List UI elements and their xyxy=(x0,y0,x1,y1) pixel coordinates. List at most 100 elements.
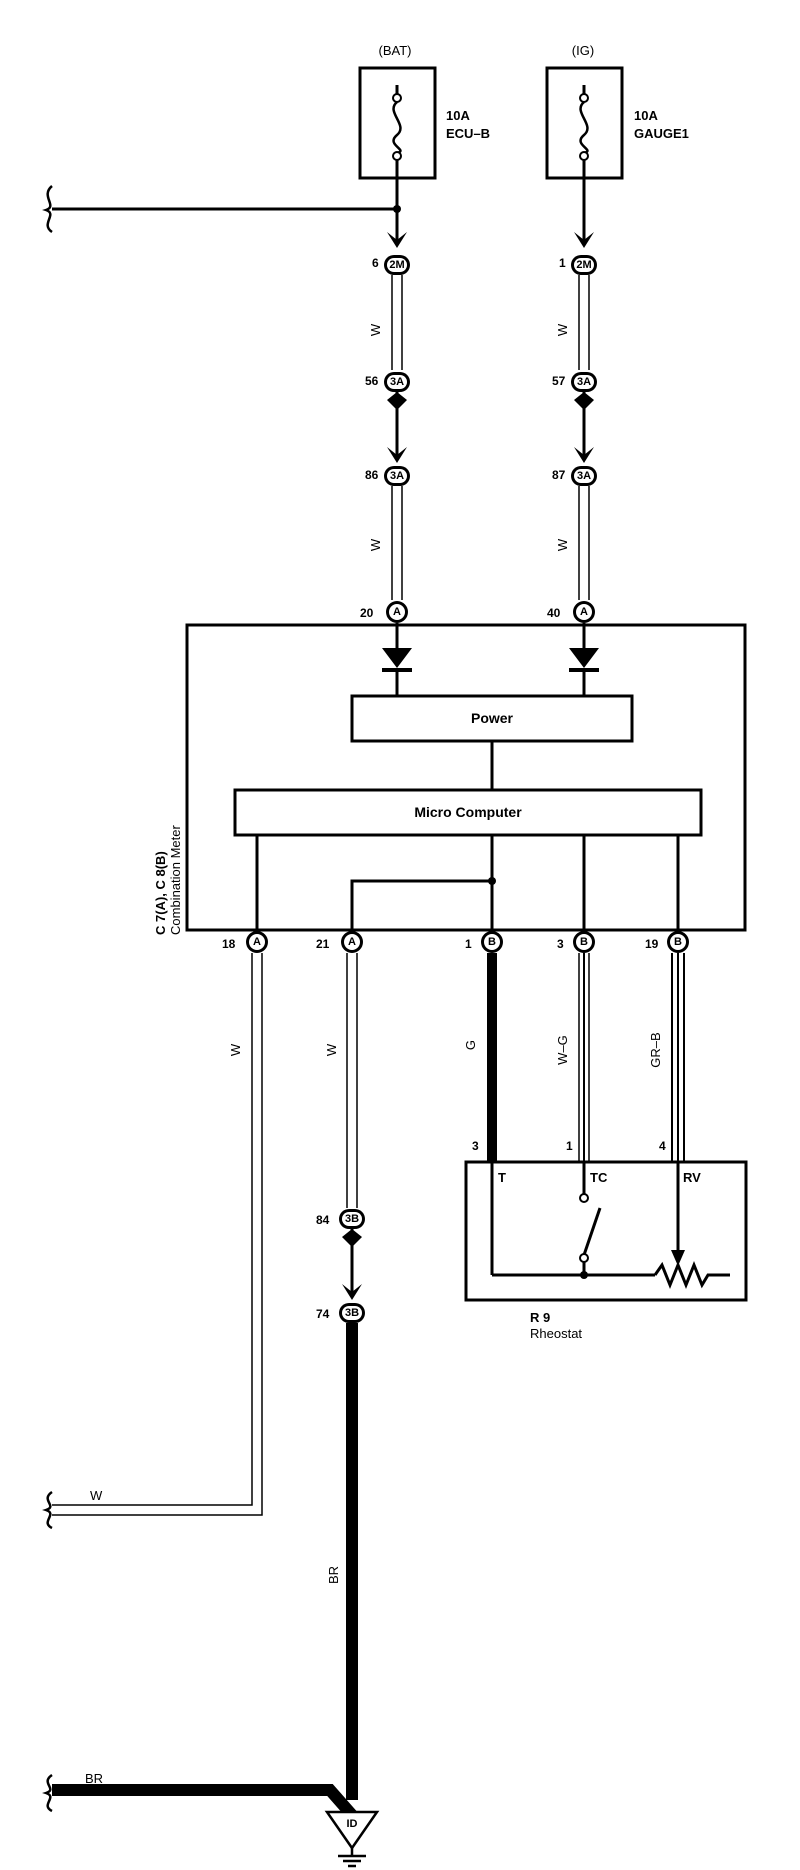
fuse-right-icon xyxy=(579,85,589,178)
wire-w-18 xyxy=(42,953,263,1530)
connector-2m-left-icon: 2M xyxy=(384,255,410,275)
pin-a-20: 20 xyxy=(360,606,374,620)
svg-text:A: A xyxy=(253,936,261,948)
wire-w-g xyxy=(578,953,590,1162)
diode-icon xyxy=(569,623,599,696)
pin-3a-right-1: 57 xyxy=(552,374,566,388)
pin-a-18: 18 xyxy=(222,937,236,951)
wire-color-label: W xyxy=(90,1488,103,1503)
connector-3a-right-1-icon: 3A xyxy=(571,372,597,392)
diode-icon xyxy=(382,623,412,696)
svg-text:B: B xyxy=(488,936,496,948)
rheostat-circuit xyxy=(490,1162,655,1277)
resistor-icon xyxy=(653,1162,730,1290)
svg-text:3A: 3A xyxy=(390,470,404,482)
wire-w-right-top xyxy=(578,275,590,370)
junction-arrow-icon xyxy=(342,1229,362,1300)
connector-b-19-icon: B xyxy=(667,931,689,953)
rheostat-box xyxy=(464,1160,748,1302)
junction-arrow-icon xyxy=(387,392,594,463)
rheostat-label-rv: RV xyxy=(683,1170,701,1185)
switch-icon xyxy=(579,1207,602,1279)
svg-text:Combination Meter: Combination Meter xyxy=(168,825,183,935)
svg-text:3A: 3A xyxy=(390,376,404,388)
svg-text:B: B xyxy=(674,936,682,948)
wire-color-label: W xyxy=(228,1043,243,1056)
combination-meter-box xyxy=(185,623,747,932)
wire-color-label: W xyxy=(555,323,570,336)
pin-3a-right-2: 87 xyxy=(552,468,566,482)
svg-text:3A: 3A xyxy=(577,470,591,482)
svg-text:3B: 3B xyxy=(345,1307,359,1319)
connector-3a-right-2-icon: 3A xyxy=(571,466,597,486)
power-label: Power xyxy=(471,710,514,726)
rheostat-name: Rheostat xyxy=(530,1326,582,1341)
svg-text:B: B xyxy=(580,936,588,948)
wire-color-label: W xyxy=(368,538,383,551)
meter-internal-wires xyxy=(255,835,680,930)
connector-3b-74-icon: 3B xyxy=(339,1303,365,1323)
ground-icon: ID xyxy=(324,1810,380,1868)
rheostat-ref: R 9 xyxy=(530,1310,550,1325)
fuse-left-rating: 10A xyxy=(446,108,470,123)
pin-3b-74: 74 xyxy=(316,1307,330,1321)
wire-color-label: W xyxy=(555,538,570,551)
svg-text:ID: ID xyxy=(347,1818,358,1830)
fuse-right-source: (IG) xyxy=(572,43,594,58)
svg-text:2M: 2M xyxy=(389,259,404,271)
micro-computer-box xyxy=(233,788,703,837)
connector-a-20-icon: A xyxy=(386,601,408,623)
connector-2m-right-icon: 2M xyxy=(571,255,597,275)
rheostat-pin-t: 3 xyxy=(472,1139,479,1153)
fuse-left-name: ECU–B xyxy=(446,126,490,141)
pin-a-21: 21 xyxy=(316,937,330,951)
fuse-left-source: (BAT) xyxy=(379,43,412,58)
wire-color-label: W–G xyxy=(555,1035,570,1065)
svg-text:C 7(A), C 8(B): C 7(A), C 8(B) xyxy=(153,851,168,935)
wire-gr-b xyxy=(671,953,685,1162)
connector-b-3-icon: B xyxy=(573,931,595,953)
rheostat-pin-tc: 1 xyxy=(566,1139,573,1153)
fuse-right-name: GAUGE1 xyxy=(634,126,689,141)
wire-w-21 xyxy=(346,953,358,1208)
left-branch-wire xyxy=(42,185,401,234)
wire-color-label: W xyxy=(368,323,383,336)
svg-text:3A: 3A xyxy=(577,376,591,388)
rheostat-label-t: T xyxy=(498,1170,506,1185)
svg-text:3B: 3B xyxy=(345,1213,359,1225)
arrow-icon xyxy=(387,232,594,248)
connector-3b-84-icon: 3B xyxy=(339,1209,365,1229)
pin-3a-left-2: 86 xyxy=(365,468,379,482)
meter-label: C 7(A), C 8(B) Combination Meter xyxy=(153,825,183,935)
wire-color-label: G xyxy=(463,1040,478,1050)
pin-b-19: 19 xyxy=(645,937,659,951)
svg-text:A: A xyxy=(348,936,356,948)
wire-w-right-mid xyxy=(578,486,590,600)
micro-computer-label: Micro Computer xyxy=(414,804,522,820)
pin-b-1: 1 xyxy=(465,937,472,951)
rheostat-label-tc: TC xyxy=(590,1170,608,1185)
wire-w-left-top xyxy=(391,275,403,370)
connector-a-18-icon: A xyxy=(246,931,268,953)
connector-b-1-icon: B xyxy=(481,931,503,953)
connector-a-40-icon: A xyxy=(573,601,595,623)
pin-a-40: 40 xyxy=(547,606,561,620)
pin-b-3: 3 xyxy=(557,937,564,951)
wire-w-left-mid xyxy=(391,486,403,600)
wire-color-label: BR xyxy=(326,1566,341,1584)
wire-color-label: BR xyxy=(85,1771,103,1786)
connector-3a-left-2-icon: 3A xyxy=(384,466,410,486)
pin-2m-left: 6 xyxy=(372,256,379,270)
wire-color-label: W xyxy=(324,1043,339,1056)
fuse-right-rating: 10A xyxy=(634,108,658,123)
connector-3a-left-1-icon: 3A xyxy=(384,372,410,392)
svg-text:A: A xyxy=(393,606,401,618)
pin-2m-right: 1 xyxy=(559,256,566,270)
pin-3b-84: 84 xyxy=(316,1213,330,1227)
wire-br xyxy=(42,1323,358,1819)
fuse-left-icon xyxy=(392,85,402,178)
svg-text:A: A xyxy=(580,606,588,618)
connector-a-21-icon: A xyxy=(341,931,363,953)
pin-3a-left-1: 56 xyxy=(365,374,379,388)
